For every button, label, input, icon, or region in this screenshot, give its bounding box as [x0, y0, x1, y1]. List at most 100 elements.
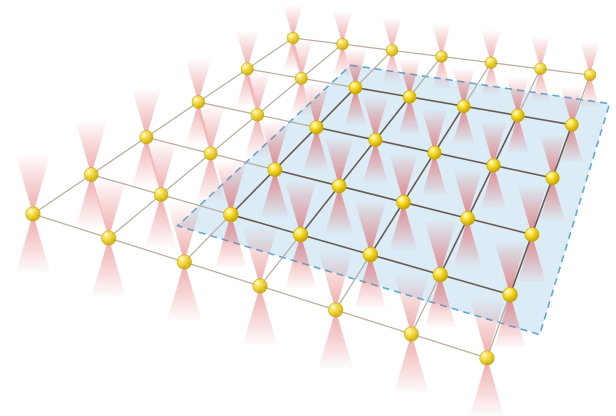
- double-cone-icon: [494, 241, 526, 348]
- grid-line-col: [509, 234, 533, 295]
- grid-line-col: [300, 43, 343, 79]
- cone-upper: [333, 12, 352, 45]
- grid-line-col: [160, 152, 212, 196]
- cone-upper: [283, 6, 303, 38]
- double-cone-icon: [244, 72, 270, 158]
- grid-line-row: [375, 139, 435, 154]
- grid-line-row: [517, 114, 573, 126]
- cone-upper: [540, 135, 565, 179]
- yellow-sphere-icon: [250, 108, 265, 122]
- cone-lower: [470, 358, 504, 416]
- cone-upper: [145, 141, 177, 195]
- grid-line-col: [335, 254, 372, 311]
- grid-line-col: [90, 136, 147, 176]
- yellow-sphere-icon: [583, 68, 597, 82]
- grid-line-row: [370, 253, 441, 276]
- yellow-sphere-icon: [267, 162, 283, 178]
- double-cone-icon: [389, 154, 418, 250]
- cone-upper: [432, 24, 451, 57]
- grid-line-col: [571, 74, 591, 126]
- yellow-sphere-icon: [223, 207, 239, 223]
- yellow-sphere-icon: [524, 227, 540, 242]
- yellow-sphere-icon: [176, 254, 192, 270]
- grid-line-col: [108, 194, 162, 239]
- grid-line-col: [338, 139, 377, 187]
- yellow-sphere-icon: [427, 145, 442, 160]
- double-cone-icon: [394, 276, 429, 392]
- double-cone-icon: [285, 181, 317, 288]
- grid-line-row: [342, 43, 393, 51]
- cone-upper: [91, 180, 126, 238]
- cone-upper: [424, 221, 456, 275]
- yellow-sphere-icon: [293, 227, 309, 243]
- grid-line-row: [274, 168, 340, 187]
- cone-upper: [16, 156, 50, 214]
- nodes-layer: [25, 31, 597, 366]
- cone-lower: [517, 234, 546, 283]
- double-cone-icon: [424, 221, 456, 328]
- grid-line-row: [338, 185, 404, 203]
- grid-line-row: [259, 285, 336, 311]
- cone-lower: [196, 153, 225, 202]
- cone-lower: [432, 56, 451, 89]
- grid-line-row: [184, 261, 261, 287]
- cone-upper: [494, 241, 526, 295]
- double-cone-icon: [517, 187, 546, 283]
- double-cone-icon: [344, 50, 367, 125]
- double-cone-icon: [363, 97, 388, 183]
- cone-lower: [132, 137, 161, 185]
- cone-lower: [167, 262, 202, 320]
- grid-line-row: [490, 62, 541, 70]
- grid-line-row: [108, 237, 185, 263]
- yellow-sphere-icon: [479, 350, 495, 366]
- cone-lower: [452, 106, 475, 144]
- double-cone-icon: [382, 18, 402, 83]
- double-cone-icon: [540, 135, 565, 221]
- double-cone-icon: [145, 141, 177, 248]
- double-cone-icon: [290, 41, 313, 116]
- cone-upper: [506, 78, 529, 116]
- grid-line-row: [257, 114, 317, 129]
- grid-line-col: [259, 234, 302, 287]
- yellow-sphere-icon: [286, 31, 300, 45]
- cone-upper: [398, 59, 421, 97]
- double-cone-icon: [215, 161, 247, 268]
- cone-upper: [303, 85, 329, 128]
- double-cone-icon: [91, 180, 126, 296]
- grid-line-col: [230, 169, 276, 216]
- grid-line-row: [540, 68, 591, 76]
- cone-lower: [303, 127, 329, 170]
- double-cone-icon: [481, 30, 501, 95]
- cone-lower: [389, 202, 418, 250]
- cone-upper: [382, 18, 402, 51]
- double-cone-icon: [560, 87, 583, 162]
- double-cone-icon: [318, 252, 353, 368]
- grid-line-col: [486, 294, 511, 359]
- cone-lower: [333, 44, 352, 77]
- cone-upper: [243, 228, 277, 286]
- double-cone-icon: [185, 59, 211, 145]
- cone-lower: [16, 214, 50, 272]
- grid-line-col: [531, 177, 554, 235]
- cone-lower: [285, 234, 317, 288]
- cone-upper: [244, 72, 270, 115]
- double-cone-icon: [196, 105, 225, 202]
- cone-lower: [540, 178, 565, 221]
- double-cone-icon: [167, 204, 202, 320]
- yellow-sphere-icon: [486, 158, 501, 173]
- cone-upper: [560, 87, 583, 125]
- grid-line-col: [183, 214, 232, 263]
- cone-upper: [285, 181, 317, 235]
- cone-upper: [452, 69, 475, 107]
- cone-lower: [363, 140, 388, 183]
- grid-line-row: [146, 136, 211, 155]
- cone-lower: [560, 124, 583, 162]
- grid-line-row: [292, 37, 343, 45]
- grid-line-col: [410, 274, 441, 335]
- yellow-sphere-icon: [511, 108, 525, 123]
- cone-lower: [91, 238, 126, 296]
- yellow-sphere-icon: [545, 171, 560, 186]
- cone-lower: [506, 115, 529, 153]
- grid-line-row: [301, 77, 356, 89]
